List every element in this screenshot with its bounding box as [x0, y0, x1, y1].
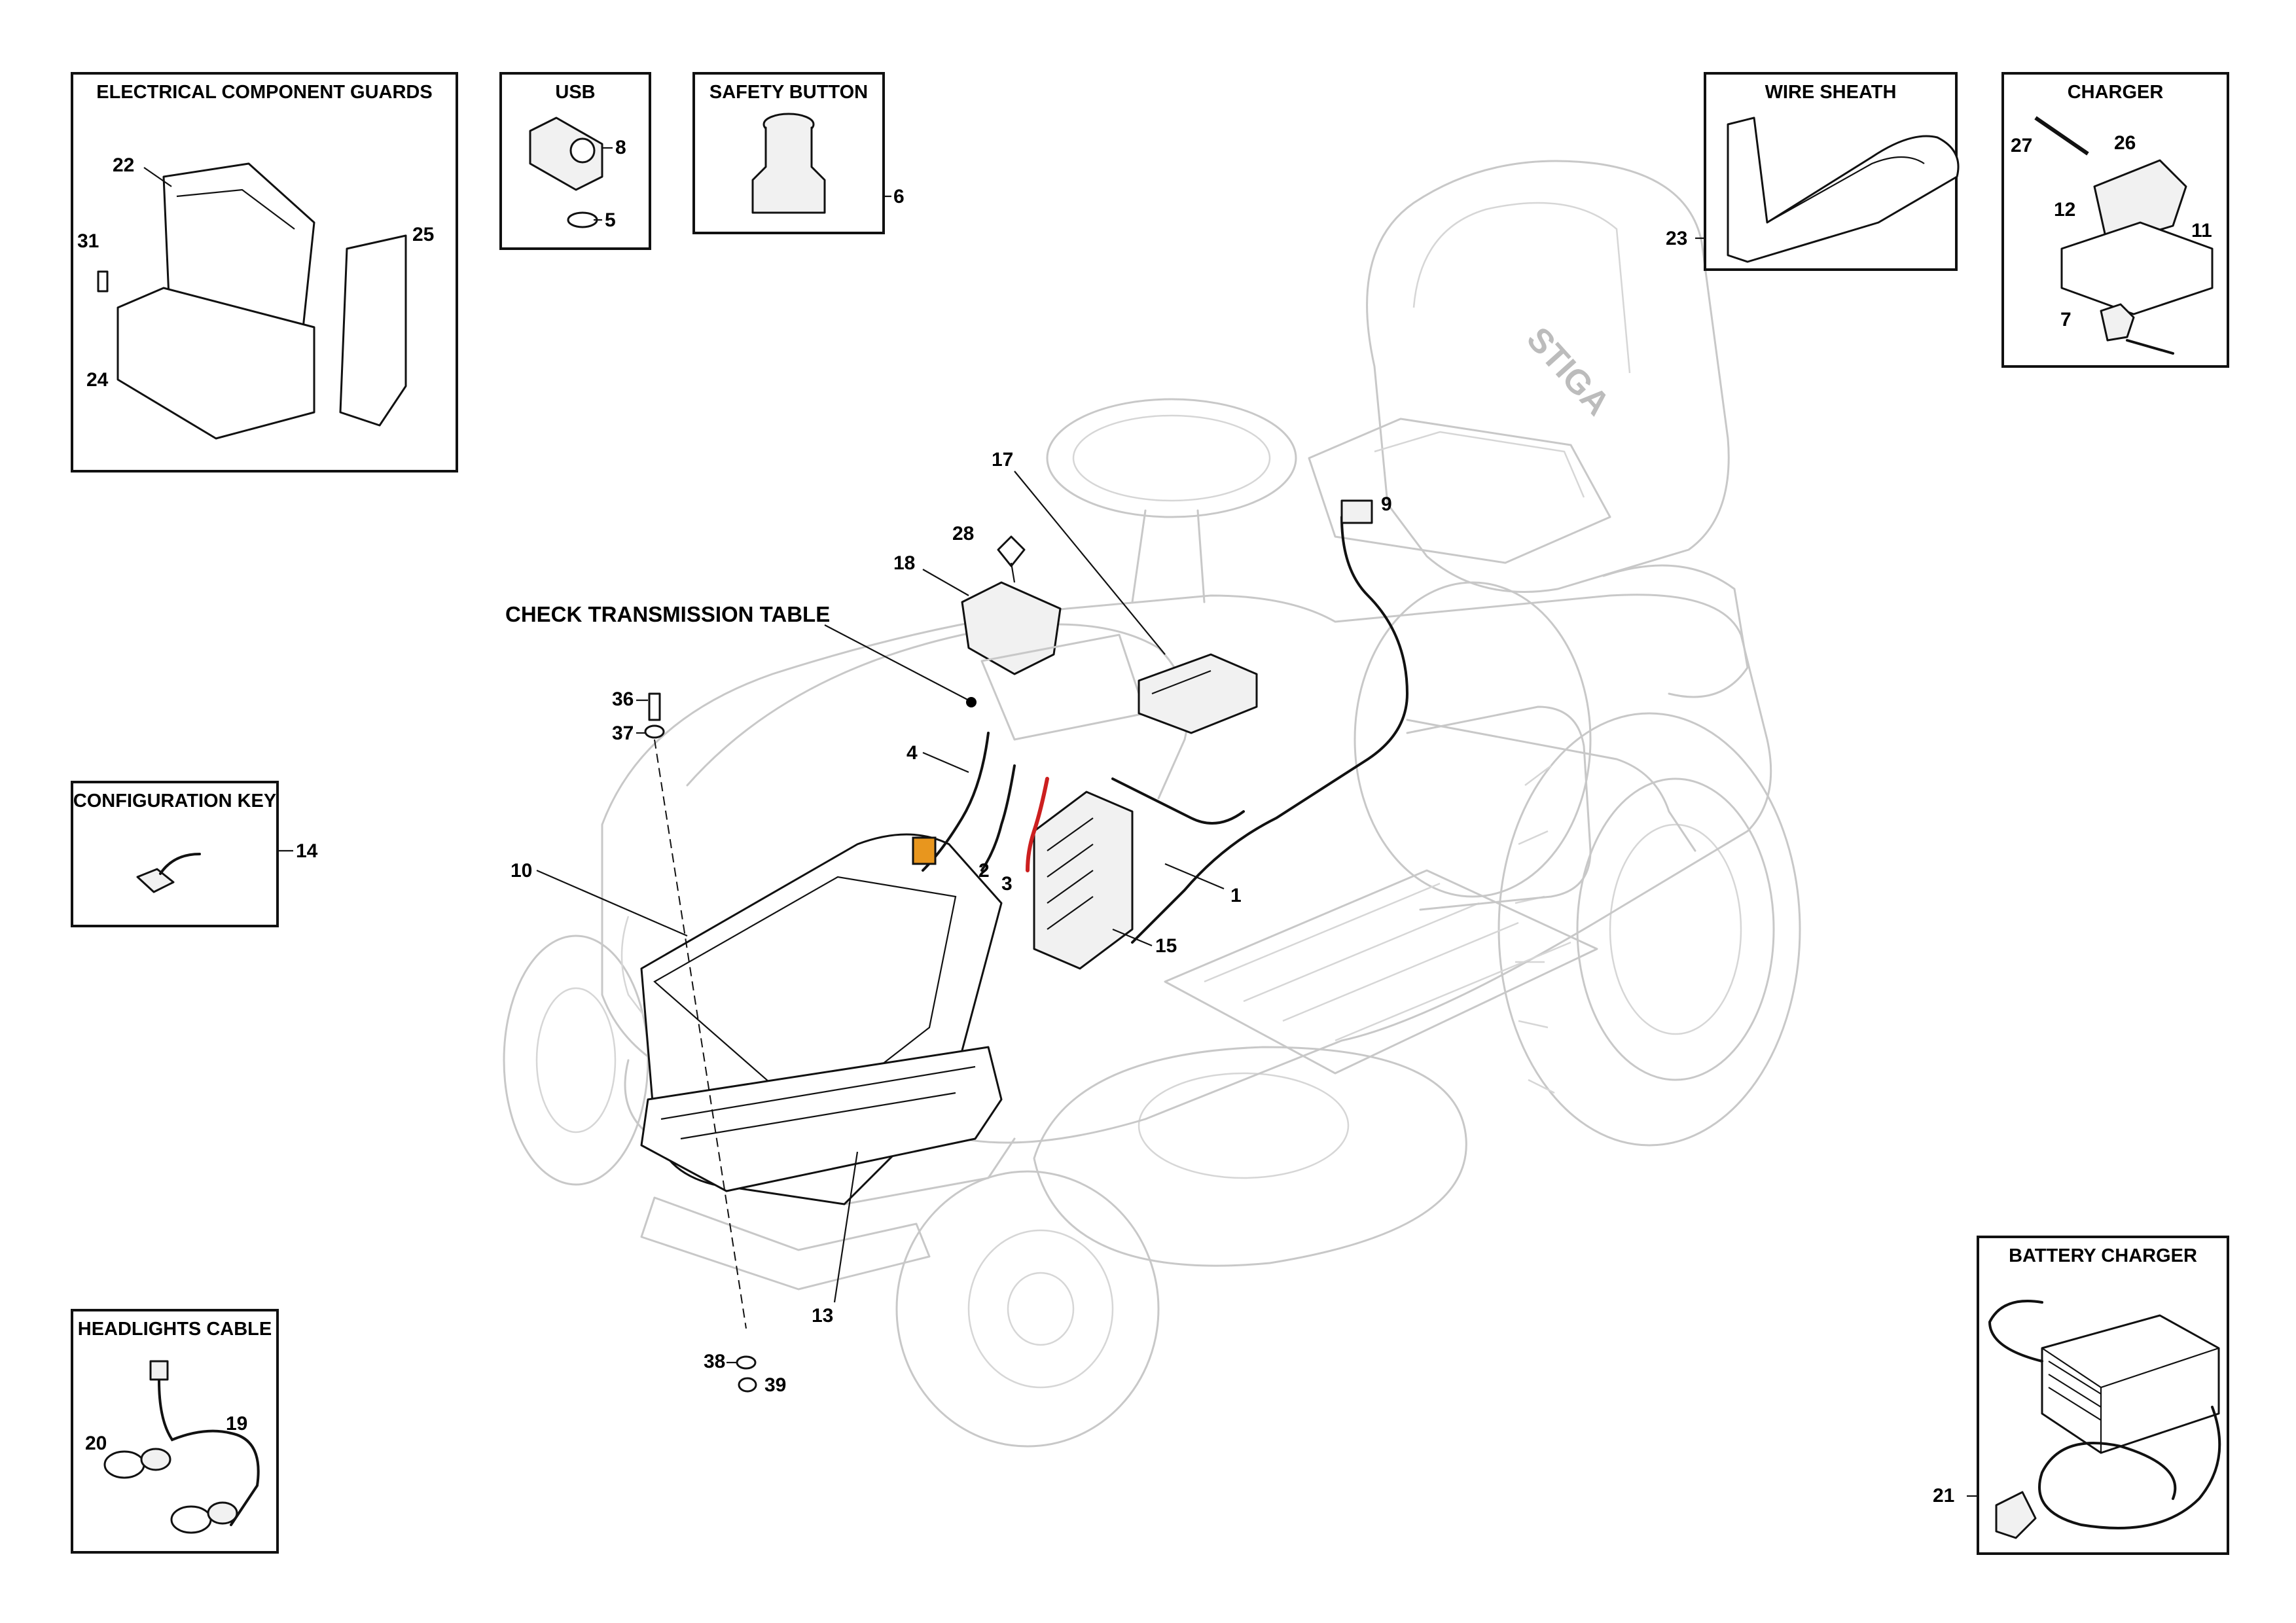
callout-12: 12	[2054, 199, 2075, 221]
brand-logo: STIGA	[1519, 320, 1617, 423]
main-callouts: 1 2 3 4 9 10 13 15 17 18 28 36 37 38 39	[511, 449, 1392, 1396]
box-title-guards: ELECTRICAL COMPONENT GUARDS	[96, 82, 432, 103]
usb-socket	[529, 116, 603, 191]
box-title-headlights: HEADLIGHTS CABLE	[78, 1319, 272, 1340]
callout-18: 18	[893, 552, 915, 574]
mains-plug	[1995, 1491, 2037, 1539]
tractor-outline: STIGA	[503, 160, 1801, 1448]
wiring-harness	[1131, 516, 1409, 944]
connector-9	[1340, 499, 1373, 524]
box-usb: USB 8 5	[499, 72, 651, 250]
cable-2	[980, 764, 1016, 872]
main-electrical-parts	[640, 499, 1409, 1393]
callout-15: 15	[1155, 935, 1177, 957]
charger-base-11	[2060, 221, 2214, 315]
callout-17: 17	[992, 449, 1013, 471]
callout-20: 20	[85, 1433, 107, 1454]
ignition-switch	[961, 581, 1062, 675]
guard-25	[339, 234, 407, 427]
wire-sheath	[1727, 116, 1960, 263]
callout-39: 39	[764, 1374, 786, 1396]
cable-3-red	[1026, 777, 1049, 872]
o-ring-5	[567, 211, 598, 228]
battery-tray	[640, 1046, 1003, 1192]
box-title-usb: USB	[555, 82, 595, 103]
callout-22: 22	[113, 154, 134, 176]
box-title-config: CONFIGURATION KEY	[73, 791, 276, 812]
washer-38	[736, 1355, 757, 1370]
callout-19: 19	[226, 1413, 247, 1435]
screw-31	[97, 270, 109, 293]
box-wire-sheath: WIRE SHEATH 23	[1666, 72, 1960, 271]
callout-13: 13	[812, 1305, 833, 1327]
callout-24: 24	[86, 369, 109, 391]
callout-21: 21	[1933, 1485, 1954, 1507]
callout-23: 23	[1666, 228, 1687, 249]
config-key	[136, 868, 175, 893]
nut-39	[738, 1377, 757, 1393]
charger-rod-27	[2034, 116, 2089, 156]
motor-controller	[1033, 791, 1134, 970]
callout-37: 37	[612, 722, 634, 744]
callout-4: 4	[906, 742, 918, 764]
callout-36: 36	[612, 688, 634, 710]
callout-2: 2	[978, 860, 990, 882]
box-title-sheath: WIRE SHEATH	[1765, 82, 1897, 103]
safety-button-body	[751, 126, 826, 214]
box-configuration-key: CONFIGURATION KEY 14	[71, 781, 318, 927]
box-callout-ticks	[278, 147, 1978, 1497]
ignition-key	[997, 535, 1026, 567]
bolt-36	[648, 692, 661, 721]
callout-3: 3	[1001, 873, 1013, 895]
callout-5: 5	[605, 209, 616, 231]
callout-31: 31	[77, 230, 99, 252]
box-battery-charger: BATTERY CHARGER 21	[1933, 1236, 2229, 1555]
callout-28: 28	[952, 523, 974, 544]
callout-25: 25	[412, 224, 434, 245]
callout-11: 11	[2191, 220, 2212, 241]
box-charger: CHARGER 27 26 12 11 7	[2001, 72, 2229, 368]
callout-26: 26	[2114, 132, 2136, 154]
box-headlights-cable: HEADLIGHTS CABLE 20 19	[71, 1309, 279, 1554]
headlight-connector	[149, 1360, 169, 1381]
callout-8: 8	[615, 137, 626, 158]
callout-38: 38	[704, 1351, 725, 1372]
box-safety-button: SAFETY BUTTON 6	[692, 72, 905, 234]
control-module	[1138, 653, 1258, 734]
check-transmission-note: CHECK TRANSMISSION TABLE	[505, 602, 830, 626]
guard-24	[117, 287, 315, 440]
callout-27: 27	[2011, 135, 2032, 156]
bulb-20	[103, 1450, 145, 1479]
bulb-19	[170, 1505, 212, 1534]
box-title-safety: SAFETY BUTTON	[709, 82, 868, 103]
battery-charger-unit	[2041, 1314, 2220, 1454]
charger-plug-7	[2100, 303, 2135, 342]
callout-6: 6	[893, 186, 905, 207]
box-title-battery-charger: BATTERY CHARGER	[2009, 1245, 2197, 1266]
callout-9: 9	[1381, 493, 1392, 515]
callout-14: 14	[296, 840, 318, 862]
callout-10: 10	[511, 860, 532, 882]
callout-1: 1	[1230, 885, 1242, 906]
box-title-charger: CHARGER	[2068, 82, 2164, 103]
box-electrical-component-guards: ELECTRICAL COMPONENT GUARDS 22 25 31 24	[71, 72, 458, 473]
orange-connector	[912, 836, 937, 865]
callout-7: 7	[2060, 309, 2072, 330]
washer-37	[644, 724, 665, 739]
